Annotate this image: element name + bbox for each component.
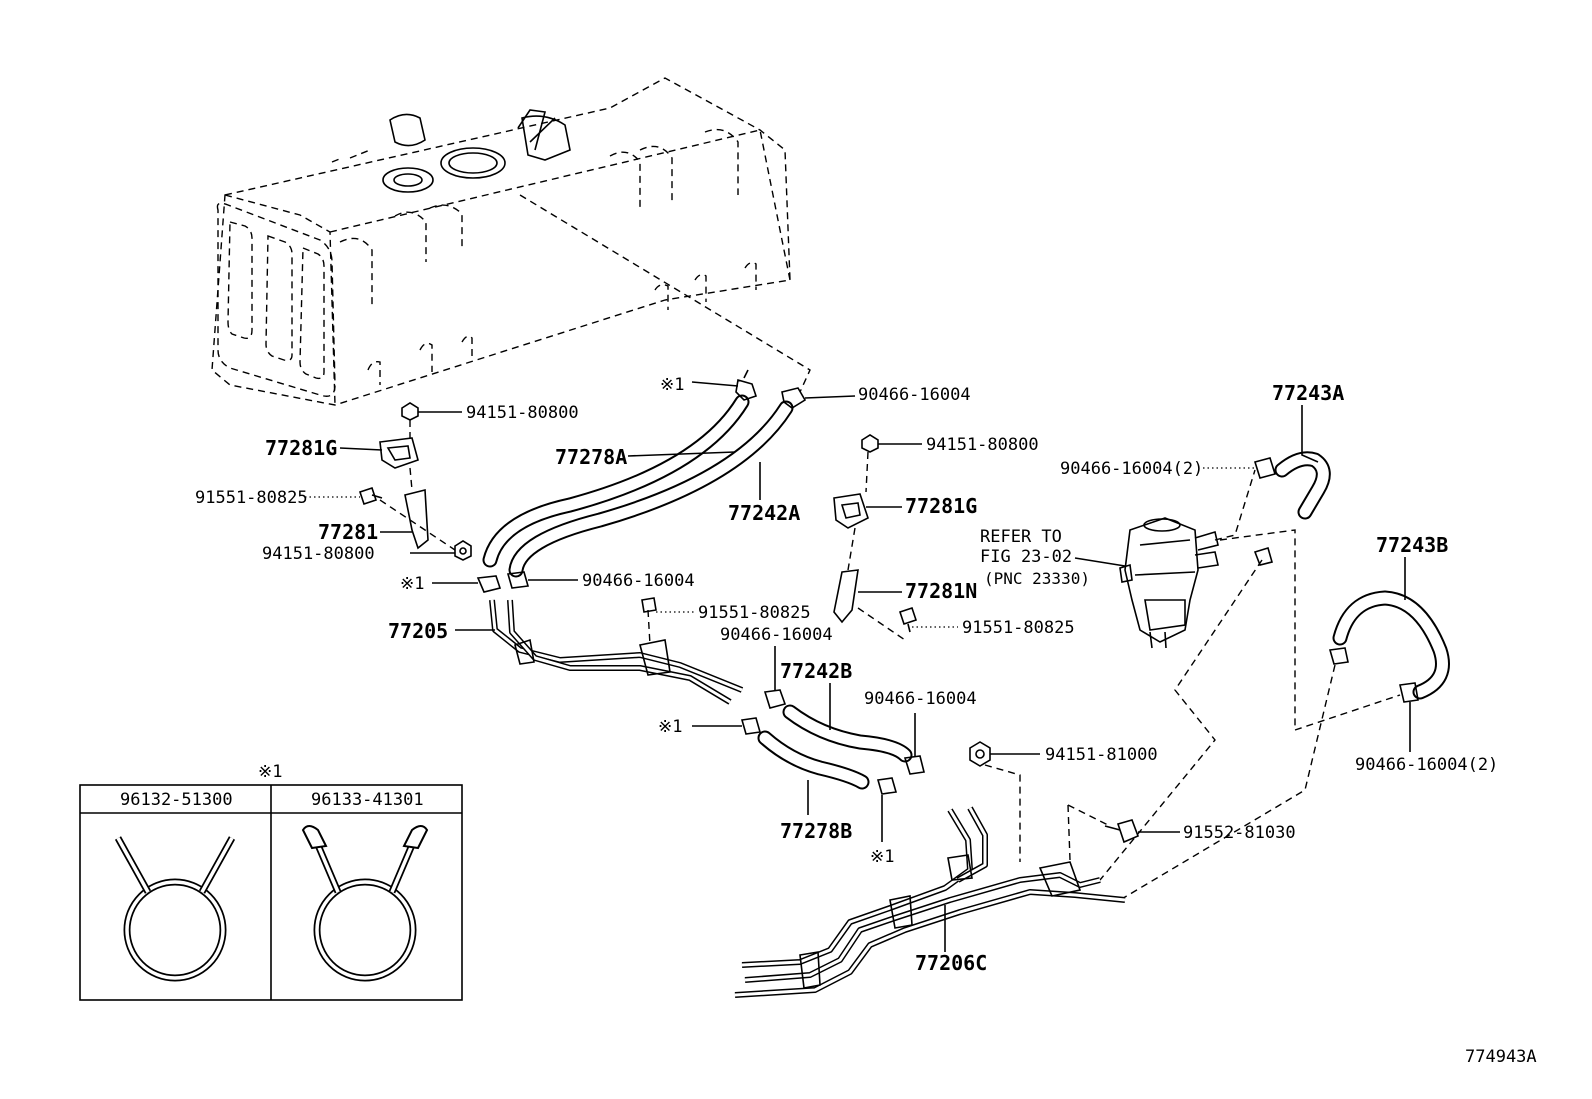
hose-77242B [782,704,913,763]
fuel-tank [211,77,811,406]
label-refer-to: REFER TO [980,527,1062,547]
label-91552-81030: 91552-81030 [1183,823,1296,843]
bracket-77281N-group [833,434,918,641]
pipe-77206C [734,764,1126,998]
legend-col2: 96133-41301 [311,790,424,810]
label-90466-16004-2a: 90466-16004(2) [1060,459,1203,479]
clips-middle [740,689,925,795]
nut-94151-81000 [969,741,991,767]
label-refer-fig: FIG 23-02 [980,547,1072,567]
label-91551-80825-b: 91551-80825 [698,603,811,623]
label-77281G-b: 77281G [905,494,977,518]
label-90466-16004-c: 90466-16004 [720,625,833,645]
label-94151-80800-a: 94151-80800 [466,403,579,423]
hose-77242A [508,400,794,578]
label-77205: 77205 [388,619,448,643]
label-refer-pnc: (PNC 23330) [984,569,1090,588]
legend-col1: 96132-51300 [120,790,233,810]
bracket-77281-group [358,402,472,561]
hose-77243A [1219,451,1331,730]
clip-bottom-left [476,575,502,593]
bolt-91552-81030 [1104,819,1140,844]
label-77243B: 77243B [1376,533,1448,557]
clamp-96132-51300-drawing [114,836,236,982]
label-mark1-d: ※1 [870,847,894,867]
legend-marker: ※1 [258,762,282,782]
label-mark1-a: ※1 [400,574,424,594]
label-91551-80825-c: 91551-80825 [962,618,1075,638]
clamp-96133-41301-drawing [301,825,429,982]
label-77242A: 77242A [728,501,800,525]
legend-table: ※1 96132-51300 96133-41301 [79,762,463,1001]
charcoal-canister [1119,469,1256,649]
label-77278A: 77278A [555,445,627,469]
hose-77278B [757,730,870,790]
label-mark1-c: ※1 [658,717,682,737]
label-91551-80825-a: 91551-80825 [195,488,308,508]
label-94151-80800-b: 94151-80800 [262,544,375,564]
clip-top-right [781,387,807,409]
label-90466-16004-2b: 90466-16004(2) [1355,755,1498,775]
figure-id: 774943A [1465,1047,1537,1067]
label-77278B: 77278B [780,819,852,843]
hose-77278A [482,394,750,568]
clip-top-left [735,369,758,401]
callout-labels: 94151-80800 77281G 91551-80825 77281 941… [195,375,1537,1067]
label-77281G-a: 77281G [265,436,337,460]
label-77281N: 77281N [905,579,977,603]
label-77243A: 77243A [1272,381,1344,405]
label-94151-80800-c: 94151-80800 [926,435,1039,455]
label-mark1-b: ※1 [660,375,684,395]
label-77242B: 77242B [780,659,852,683]
label-90466-16004-a: 90466-16004 [858,385,971,405]
clip-bottom-right [506,571,530,589]
label-90466-16004-d: 90466-16004 [864,689,977,709]
label-77206C: 77206C [915,951,987,975]
label-94151-81000: 94151-81000 [1045,745,1158,765]
hose-77243B [1099,546,1450,901]
label-77281: 77281 [318,520,378,544]
label-90466-16004-b: 90466-16004 [582,571,695,591]
leader-lines [305,381,1411,952]
